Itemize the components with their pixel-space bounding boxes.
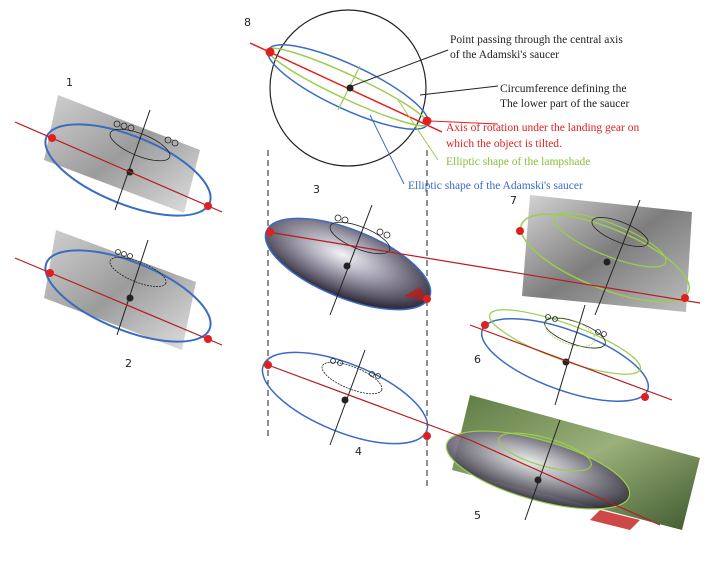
panel-number-2: 2 [125,357,132,370]
saucer-panel-4 [261,349,429,446]
contact-points [46,134,689,440]
rotation-axis-8 [249,42,443,133]
rotation-axis-4 [267,364,471,441]
panel-number-4: 4 [355,445,362,458]
annotation-circumference-line2: The lower part of the saucer [500,98,629,110]
construction-panel-8 [249,9,499,185]
photo-7 [522,195,692,312]
panel-number-5: 5 [474,509,481,522]
circumference-circle [269,9,427,167]
panel-number-8: 8 [244,16,251,29]
annotation-rotation-axis-line2: which the object is tilted. [446,138,562,150]
rotation-axis-5 [469,439,661,526]
saucer-panel-7 [520,195,692,316]
annotation-rotation-axis-line1: Axis of rotation under the landing gear … [446,122,639,134]
annotation-lampshade: Elliptic shape of the lampshade [446,156,590,168]
saucer-panel-3 [264,204,432,316]
saucer-panel-2 [44,230,212,350]
rotation-axis-6 [469,324,673,401]
rotation-axis-3 [267,231,701,304]
panel-number-6: 6 [474,353,481,366]
annotation-central-axis-line2: of the Adamski's saucer [450,49,559,61]
annotation-circumference-line1: Circumference defining the [500,83,626,95]
panel-number-7: 7 [510,194,517,207]
saucer-panel-1 [44,95,212,217]
photo-2 [44,230,196,350]
photo-1 [44,95,200,213]
panel-number-3: 3 [313,183,320,196]
panel-number-1: 1 [66,76,73,89]
annotation-central-axis-line1: Point passing through the central axis [450,34,623,46]
saucer-panel-6 [480,304,650,406]
annotation-saucer-ellipse: Elliptic shape of the Adamski's saucer [408,180,583,192]
